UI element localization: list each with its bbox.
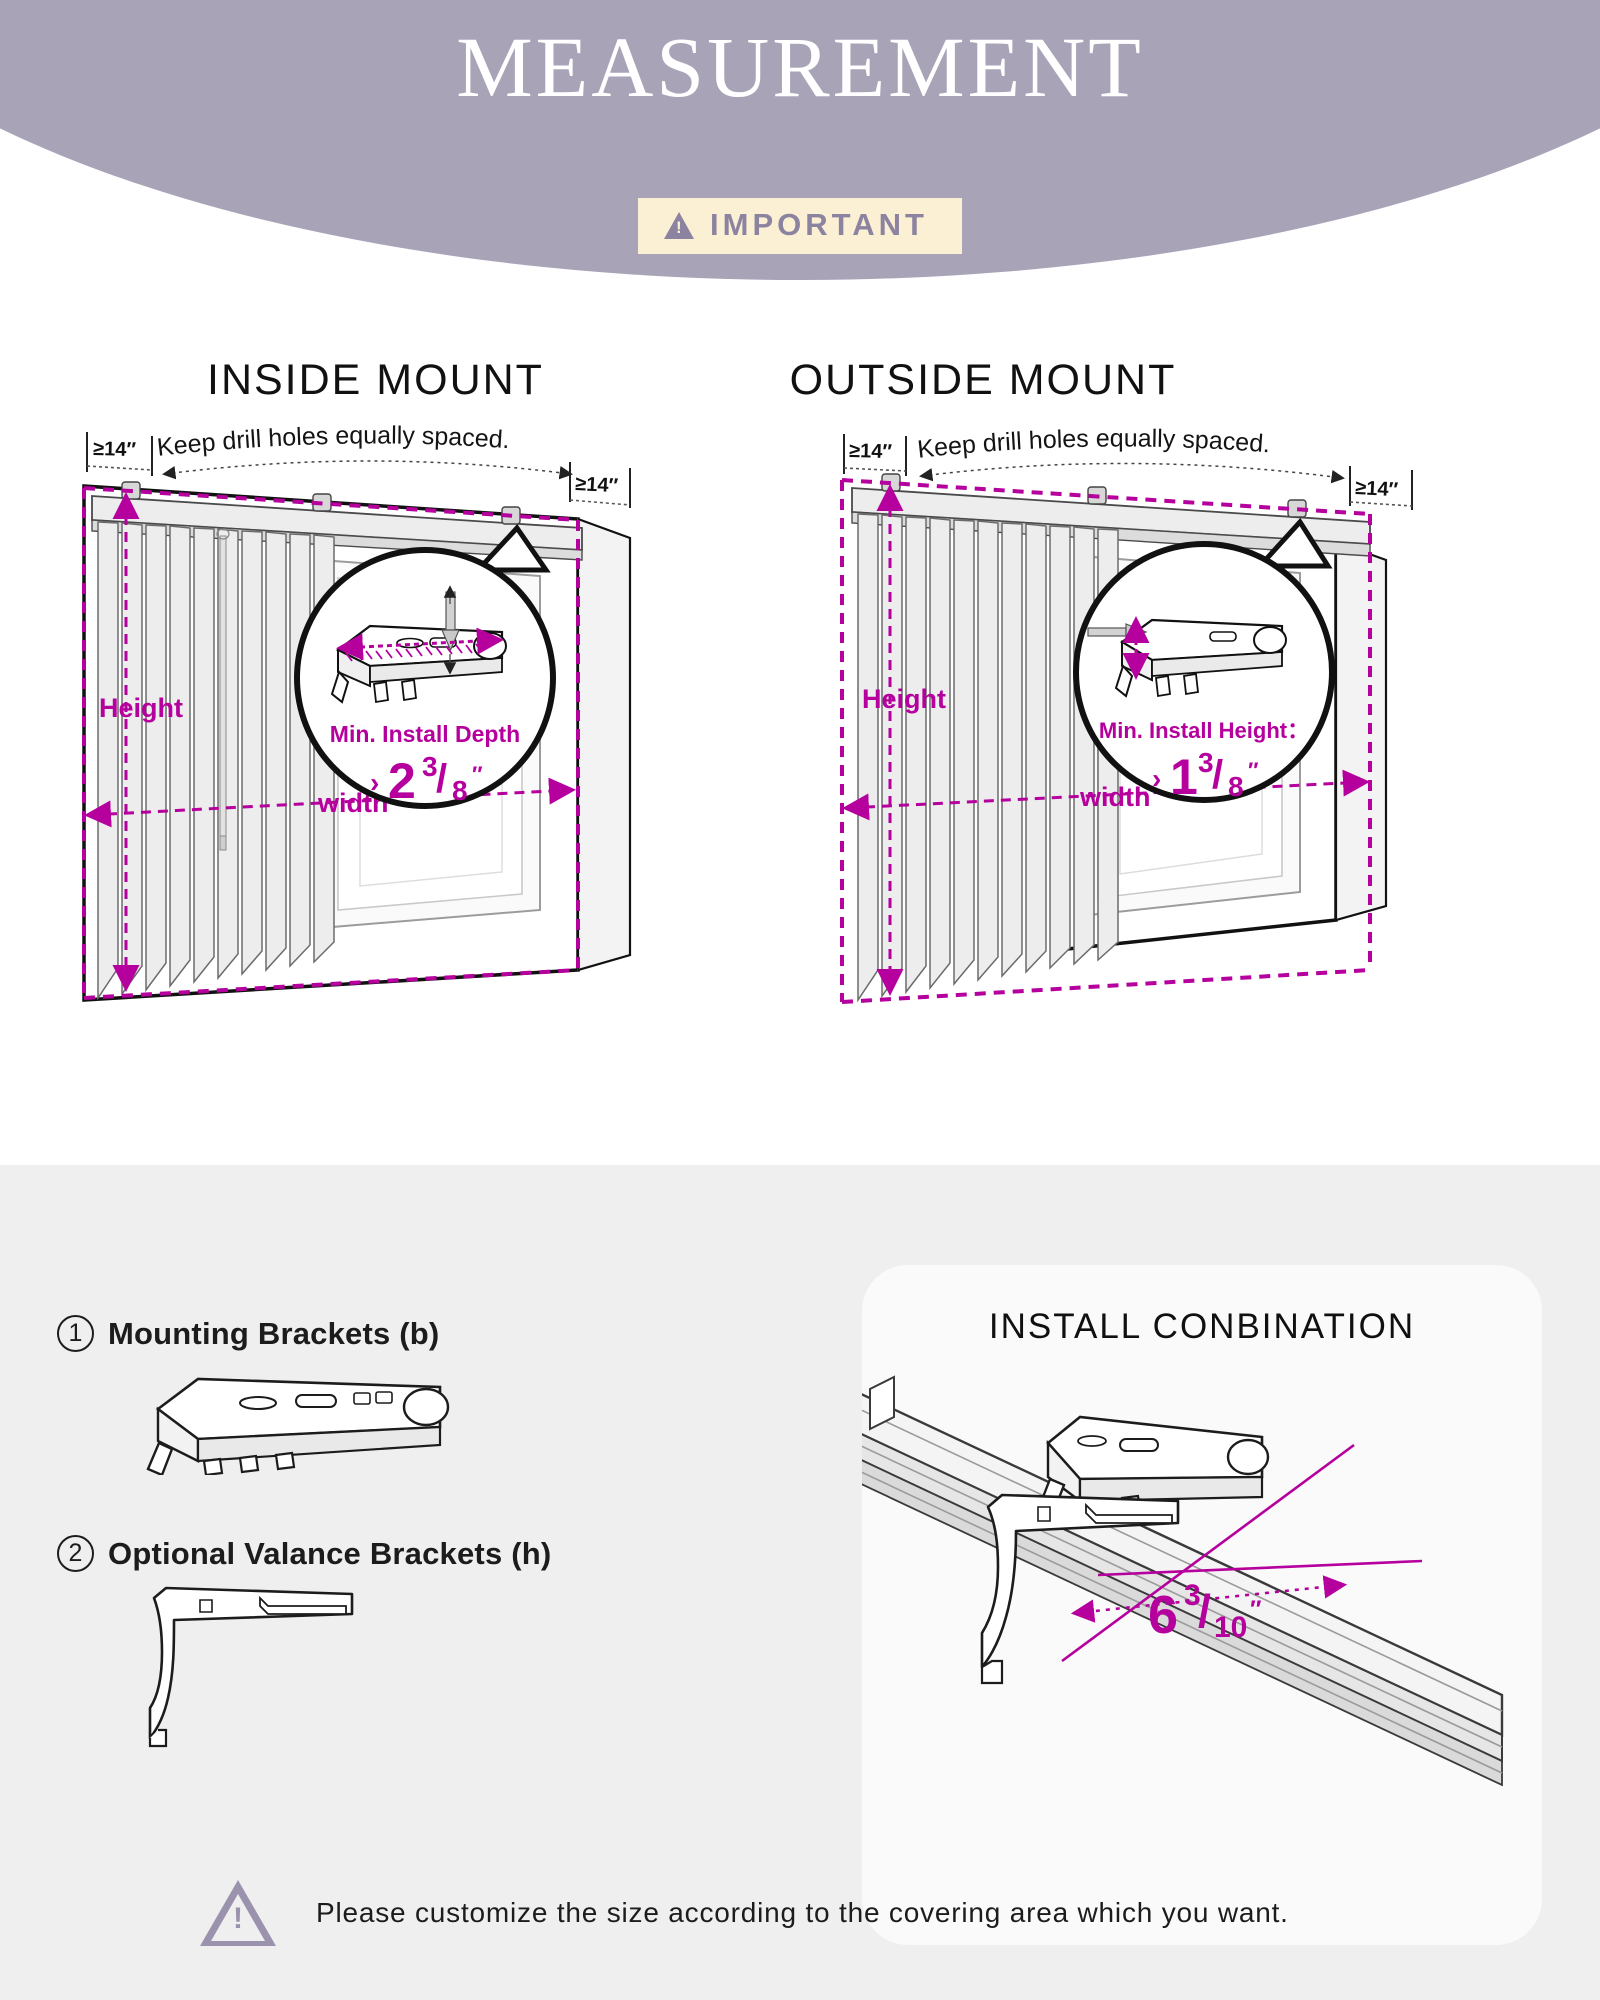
svg-text:≥14″: ≥14″ [93,438,137,461]
warning-triangle-icon [200,1880,276,1946]
svg-text:″: ″ [1248,758,1259,783]
install-combination-illustration: 6 3 / 10 ″ [840,1265,1542,1950]
svg-text:2: 2 [388,753,416,809]
footer-note-text: Please customize the size according to t… [316,1897,1289,1928]
svg-text:6: 6 [1148,1585,1178,1645]
svg-text:″: ″ [1250,1596,1262,1623]
footer-note: Please customize the size according to t… [200,1880,1289,1946]
part-item-valance-brackets: 2 Optional Valance Brackets (h) [57,1535,551,1572]
outside-width-label: width [1079,782,1150,812]
svg-text:1: 1 [1170,749,1198,805]
outside-measure-frame [840,478,1372,1004]
part-item-mounting-brackets: 1 Mounting Brackets (b) [57,1315,439,1352]
svg-text:″: ″ [472,762,483,787]
outside-callout-title: Min. Install Height： [1099,718,1309,743]
svg-text:3: 3 [1184,1579,1201,1612]
inside-measure-frame [82,486,580,1000]
page-title: MEASUREMENT [456,19,1144,115]
inside-callout-bracket [330,585,507,704]
inside-mount-heading: INSIDE MOUNT [207,356,544,404]
mount-diagrams-section: INSIDE MOUNT OUTSIDE MOUNT [0,300,1600,1165]
inside-callout-value: › 2 3 / 8 ″ [370,751,483,809]
part-label-2: Optional Valance Brackets (h) [108,1535,552,1571]
svg-text:8: 8 [1228,771,1244,802]
part-number-1: 1 [57,1315,94,1352]
outside-left-edge-measure [843,434,907,476]
svg-text:8: 8 [452,775,468,806]
combination-valance-bracket [980,1493,1180,1685]
inside-control-wand [216,528,230,851]
svg-text:10: 10 [1214,1611,1247,1644]
outside-callout-value: › 1 3 / 8 ″ [1152,747,1259,805]
svg-text:/: / [436,757,447,801]
install-combination-title: INSTALL CONBINATION [988,1307,1416,1346]
svg-text:3: 3 [1198,747,1214,778]
svg-text:/: / [1198,1585,1211,1637]
mounting-bracket-illustration [140,1365,480,1480]
inside-callout-title: Min. Install Depth [330,721,520,747]
inside-width-arrow [84,777,576,828]
outside-right-edge-measure [1349,466,1413,510]
parts-and-install-section: 1 Mounting Brackets (b) 2 Optional Valan… [0,1165,1600,2000]
outside-callout-tail [1254,517,1333,569]
install-combination-card: INSTALL CONBINATION [840,1265,1542,1945]
important-badge: IMPORTANT [638,198,962,254]
part-number-2: 2 [57,1535,94,1572]
install-measure-value: 6 3 / 10 ″ [1148,1579,1262,1645]
svg-text:Keep drill holes equally space: Keep drill holes equally spaced. [916,424,1271,463]
outside-height-label: Height [862,684,946,714]
warning-triangle-icon [664,211,695,239]
inside-right-edge-measure [569,462,631,508]
svg-text:/: / [1212,753,1223,797]
svg-text:3: 3 [422,751,438,782]
important-badge-label: IMPORTANT [710,207,928,242]
svg-text:≥14″: ≥14″ [575,473,619,497]
svg-text:≥14″: ≥14″ [849,440,893,463]
inside-callout-tail [472,524,551,573]
svg-text:Keep drill holes equally space: Keep drill holes equally spaced. [156,421,511,461]
outside-mount-heading: OUTSIDE MOUNT [789,356,1177,404]
outside-mount-diagram: ≥14″ Keep drill holes equally spaced. ≥1… [830,410,1490,1040]
svg-text:›: › [1152,763,1161,794]
part-label-1: Mounting Brackets (b) [108,1315,440,1351]
outside-width-arrow [842,769,1370,821]
inside-mount-diagram: ≥14″ Keep drill holes equally spaced. ≥1… [70,410,710,1040]
inside-height-label: Height [99,693,183,723]
valance-bracket-illustration [140,1580,390,1755]
outside-callout-bracket [1087,616,1287,698]
svg-text:≥14″: ≥14″ [1355,477,1399,501]
page-header: MEASUREMENT IMPORTANT [0,0,1600,300]
svg-text:›: › [370,767,379,798]
inside-left-edge-measure [86,432,153,476]
